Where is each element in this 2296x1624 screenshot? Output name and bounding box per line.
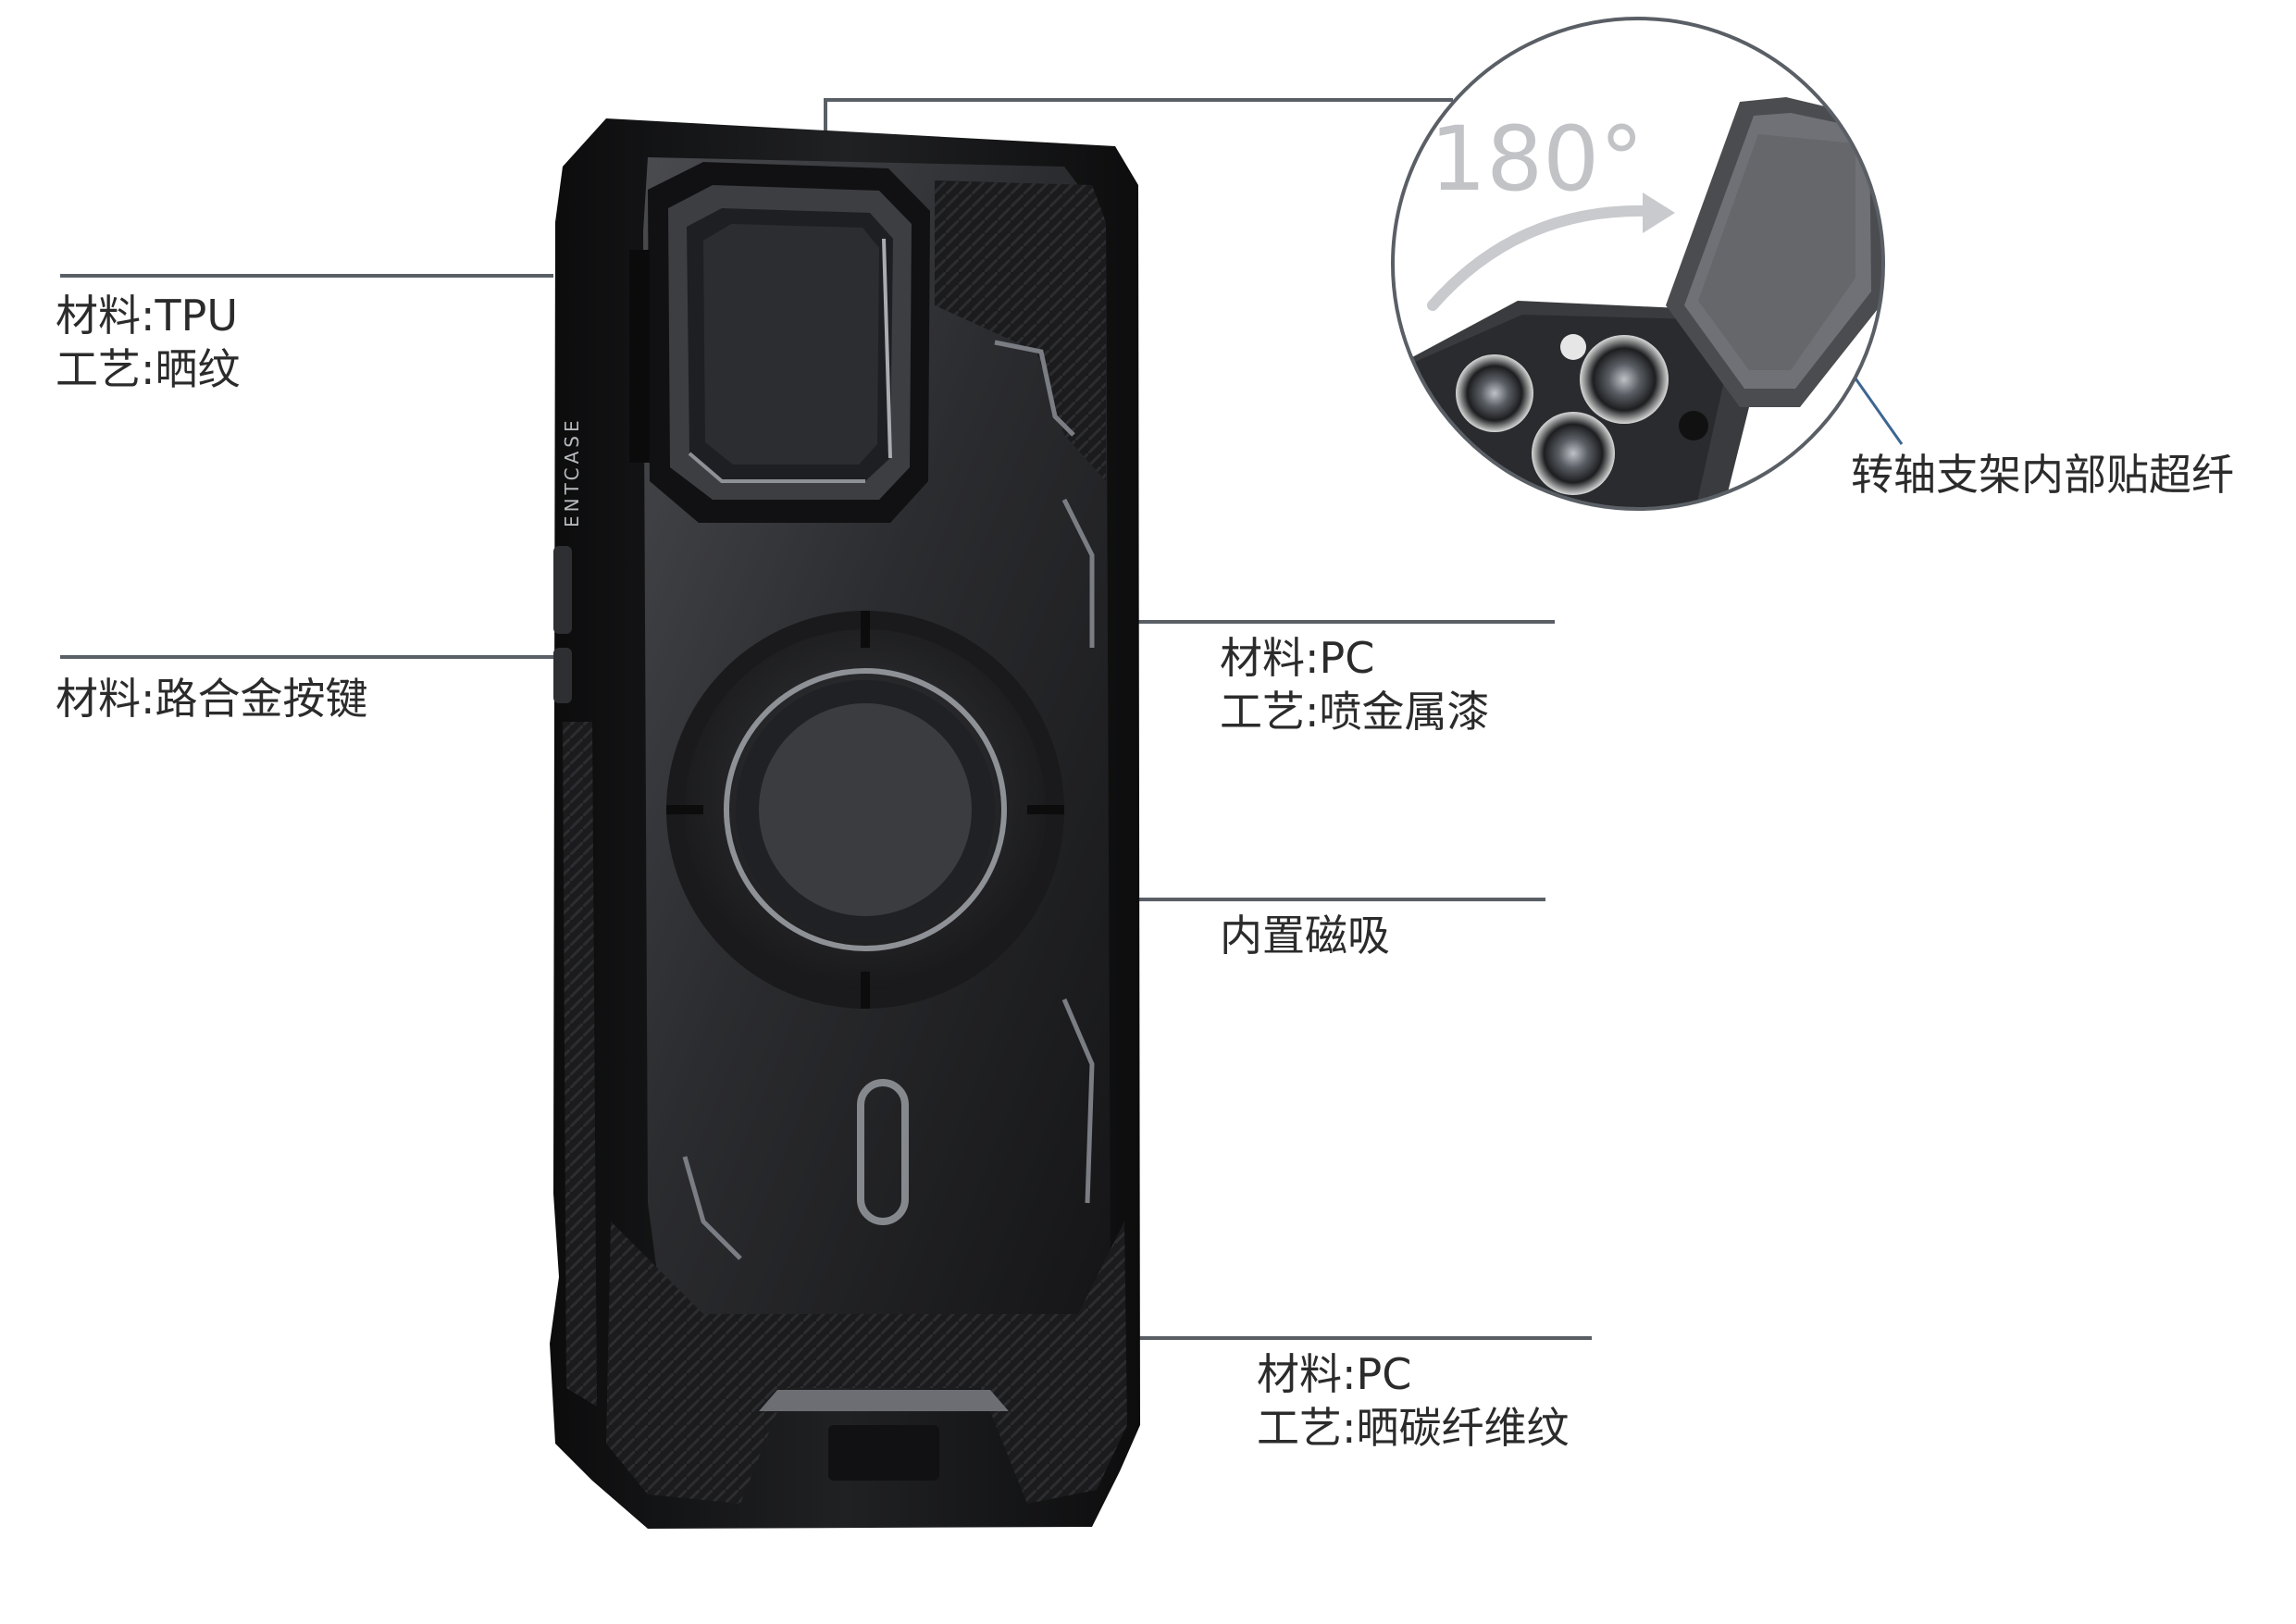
label-side-frame-process: 工艺:晒纹 — [56, 344, 241, 394]
label-magnet: 内置磁吸 — [1220, 909, 1390, 962]
label-bottom-panel: 材料:PC 工艺:晒碳纤维纹 — [1257, 1347, 1570, 1455]
side-brand-text: ENTCASE — [561, 416, 583, 527]
lens-bottom — [1532, 412, 1615, 495]
side-button-upper — [553, 546, 572, 634]
kickstand-detail-inset: 180° — [1391, 17, 1885, 511]
top-carbon-panel — [935, 180, 1106, 481]
bottom-tab — [828, 1425, 939, 1481]
back-accents — [682, 340, 1095, 1260]
lens-top-left — [1456, 354, 1533, 432]
rotation-arrow — [1427, 205, 1653, 311]
label-kickstand-inner: 转轴支架内部贴超纤 — [1851, 448, 2234, 502]
label-bottom-panel-process: 工艺:晒碳纤维纹 — [1257, 1403, 1570, 1453]
lens-top-right — [1580, 335, 1669, 424]
label-side-buttons-material: 材料:路合金按键 — [56, 674, 368, 724]
rotation-arrow-head — [1643, 192, 1675, 233]
magsafe-ring — [666, 611, 1064, 1009]
bottom-carbon-panel — [606, 1221, 1127, 1504]
label-back-panel-process: 工艺:喷金属漆 — [1220, 687, 1490, 737]
label-bottom-panel-material: 材料:PC — [1257, 1349, 1412, 1399]
label-side-frame: 材料:TPU 工艺:晒纹 — [56, 289, 241, 396]
side-button-lower — [553, 648, 572, 703]
label-side-frame-material: 材料:TPU — [56, 291, 239, 341]
camera-housing — [629, 162, 930, 523]
rotation-badge: 180° — [1430, 107, 1644, 211]
label-kickstand-inner-text: 转轴支架内部贴超纤 — [1851, 450, 2234, 500]
label-magnet-text: 内置磁吸 — [1220, 911, 1390, 961]
label-side-buttons: 材料:路合金按键 — [56, 672, 368, 725]
label-back-panel: 材料:PC 工艺:喷金属漆 — [1220, 631, 1490, 738]
bottom-notch — [759, 1390, 1009, 1411]
side-grip — [563, 722, 597, 1407]
lanyard-slot — [857, 1079, 909, 1225]
label-back-panel-material: 材料:PC — [1220, 633, 1375, 683]
phone-case: ENTCASE — [550, 118, 1140, 1529]
